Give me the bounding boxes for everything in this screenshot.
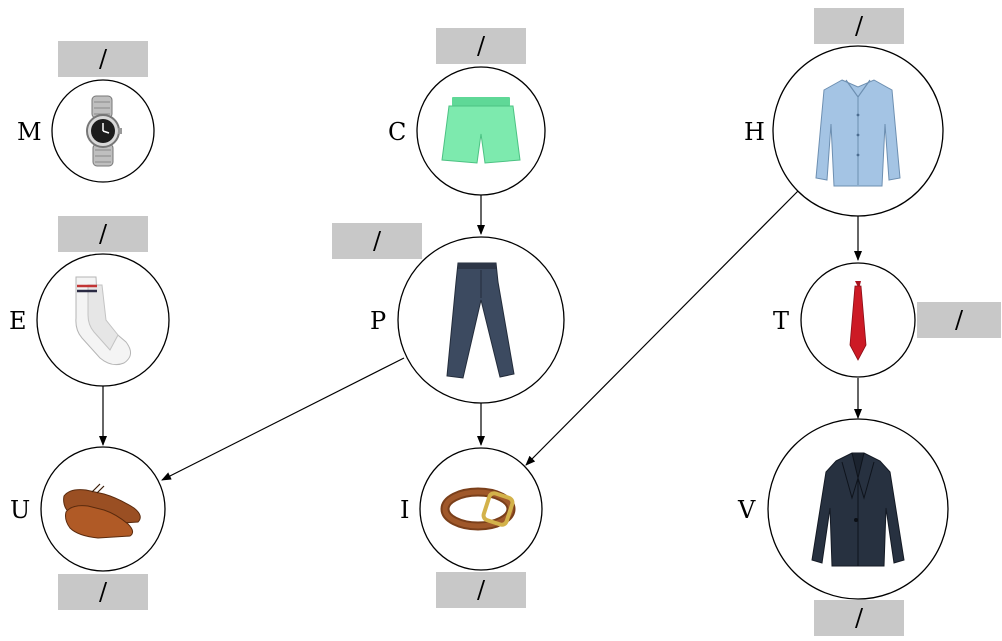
edge-P-U — [161, 357, 405, 481]
tie-icon — [849, 281, 867, 361]
node-P-circle — [397, 236, 565, 404]
node-I-slot[interactable]: / — [436, 572, 526, 608]
node-E-label: E — [9, 307, 27, 335]
shorts-icon — [441, 97, 521, 164]
shirt-icon — [815, 79, 901, 187]
node-P-label: P — [370, 307, 387, 335]
node-T-slot[interactable]: / — [917, 302, 1001, 338]
edge-H-I — [525, 190, 799, 466]
node-U-label: U — [10, 496, 31, 524]
jeans-icon — [446, 262, 515, 379]
node-V-slot[interactable]: / — [814, 600, 904, 636]
node-I-label: I — [400, 496, 410, 524]
node-U-slot[interactable]: / — [58, 574, 148, 610]
node-M-label: M — [17, 118, 42, 146]
node-P-slot[interactable]: / — [332, 223, 422, 259]
socks-icon — [75, 276, 131, 366]
node-V-label: V — [738, 496, 756, 524]
node-I-circle — [419, 447, 543, 571]
node-M-slot[interactable]: / — [58, 41, 148, 77]
node-C-slot[interactable]: / — [436, 28, 526, 64]
node-E-slot[interactable]: / — [58, 216, 148, 252]
edges — [99, 190, 862, 481]
shoes-icon — [63, 483, 141, 539]
node-C-label: C — [388, 118, 407, 146]
watch-icon — [86, 95, 122, 167]
jacket-icon — [811, 452, 905, 567]
belt-icon — [440, 487, 516, 531]
node-H-label: H — [744, 118, 765, 146]
node-T-label: T — [773, 307, 790, 335]
node-H-slot[interactable]: / — [814, 8, 904, 44]
